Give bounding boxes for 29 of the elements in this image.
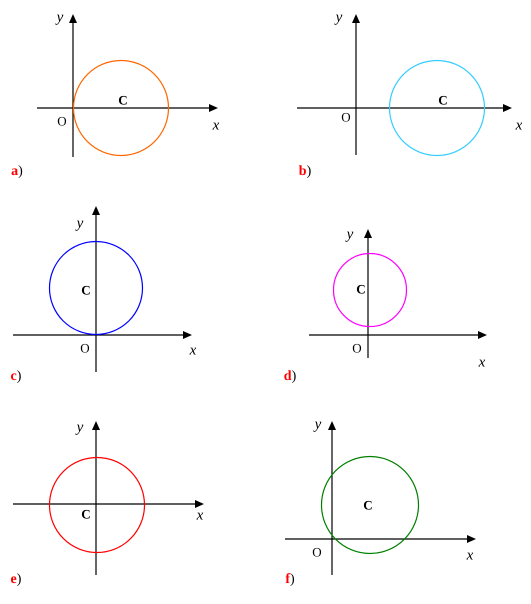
panel-label: a) bbox=[11, 165, 23, 179]
origin-label: O bbox=[80, 342, 90, 354]
center-label: C bbox=[438, 94, 448, 106]
panel-label: c) bbox=[10, 370, 22, 384]
axis-label: y bbox=[336, 10, 342, 26]
origin-label: O bbox=[312, 546, 322, 558]
panel-label: e) bbox=[10, 573, 22, 587]
axis-label: y bbox=[56, 10, 64, 26]
axis-label: x bbox=[190, 344, 196, 358]
axis-label: y bbox=[76, 420, 84, 436]
panel-label: d) bbox=[284, 370, 296, 384]
axis-label: x bbox=[196, 508, 204, 524]
panel-label: f) bbox=[285, 573, 295, 587]
axis-label: y bbox=[76, 216, 84, 232]
axis-label: x bbox=[212, 118, 220, 134]
center-label: C bbox=[356, 282, 366, 296]
origin-label: O bbox=[341, 110, 351, 124]
center-label: C bbox=[363, 498, 373, 512]
axis-label: x bbox=[466, 548, 474, 564]
axis-label: y bbox=[314, 418, 322, 432]
panel-label: b) bbox=[298, 165, 312, 179]
origin-label: O bbox=[352, 342, 362, 354]
axis-label: x bbox=[478, 356, 486, 370]
axis-label: x bbox=[516, 118, 522, 134]
axis-label: y bbox=[346, 228, 354, 242]
center-label: C bbox=[81, 508, 91, 520]
center-label: C bbox=[118, 94, 128, 106]
center-label: C bbox=[81, 284, 91, 296]
origin-label: O bbox=[57, 114, 67, 128]
